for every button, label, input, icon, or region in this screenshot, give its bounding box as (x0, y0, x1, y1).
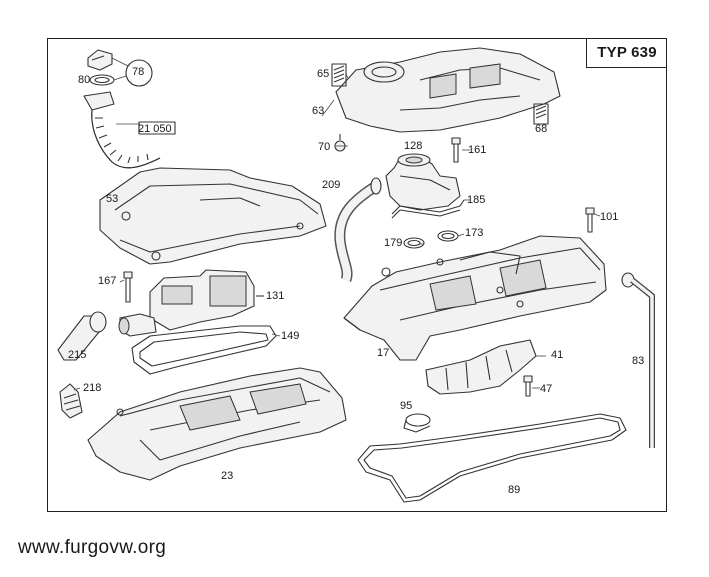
part-41-baffle (425, 339, 537, 395)
part-218-fitting (59, 383, 83, 419)
part-label-70: 70 (318, 141, 331, 153)
part-label-149: 149 (281, 330, 300, 342)
part-label-131: 131 (266, 290, 285, 302)
part-47-bolt (523, 375, 533, 397)
part-label-89: 89 (508, 484, 521, 496)
part-215-pipe (57, 311, 157, 361)
part-131-breather (149, 269, 264, 331)
part-label-63: 63 (312, 105, 325, 117)
part-label-78: 78 (132, 66, 145, 78)
part-label-218: 218 (83, 382, 102, 394)
part-149-gasket (131, 325, 281, 375)
part-70-clip (334, 134, 346, 152)
part-label-209: 209 (322, 179, 341, 191)
part-17-head-cover (343, 235, 607, 361)
part-label-179: 179 (384, 237, 403, 249)
part-label-21050: 21 050 (138, 123, 172, 135)
part-label-173: 173 (465, 227, 484, 239)
part-23-lower-cover (87, 367, 347, 481)
part-63-engine-top-cover (335, 47, 561, 133)
part-label-215: 215 (68, 349, 87, 361)
part-label-53: 53 (106, 193, 119, 205)
part-68-spring (533, 103, 549, 125)
part-209-hose (334, 177, 382, 283)
part-128-oil-separator (385, 153, 461, 211)
part-21050-hose (83, 91, 176, 169)
type-label: TYP 639 (586, 38, 667, 68)
part-label-95: 95 (400, 400, 413, 412)
part-label-23: 23 (221, 470, 234, 482)
part-89-gasket (357, 413, 627, 503)
part-161-bolt (451, 137, 461, 163)
part-78-cap (87, 49, 153, 87)
part-label-185: 185 (467, 194, 486, 206)
part-label-65: 65 (317, 68, 330, 80)
part-label-128: 128 (404, 140, 423, 152)
part-173-ring (437, 230, 459, 242)
part-label-80: 80 (78, 74, 91, 86)
part-83-tube (621, 272, 655, 448)
part-label-68: 68 (535, 123, 548, 135)
part-53-cover (99, 167, 327, 265)
part-label-41: 41 (551, 349, 564, 361)
part-95-clip (403, 413, 431, 433)
part-label-17: 17 (377, 347, 390, 359)
part-65-spring (331, 63, 347, 87)
part-label-83: 83 (632, 355, 645, 367)
part-167-bolt (119, 271, 133, 303)
diagram-frame (47, 38, 667, 512)
part-label-101: 101 (600, 211, 619, 223)
footer-website: www.furgovw.org (18, 537, 167, 558)
part-label-161: 161 (468, 144, 487, 156)
part-185-bracket (391, 199, 465, 219)
part-179-ring (403, 237, 425, 249)
part-label-47: 47 (540, 383, 553, 395)
part-101-bolt (585, 207, 595, 233)
part-label-167: 167 (98, 275, 117, 287)
